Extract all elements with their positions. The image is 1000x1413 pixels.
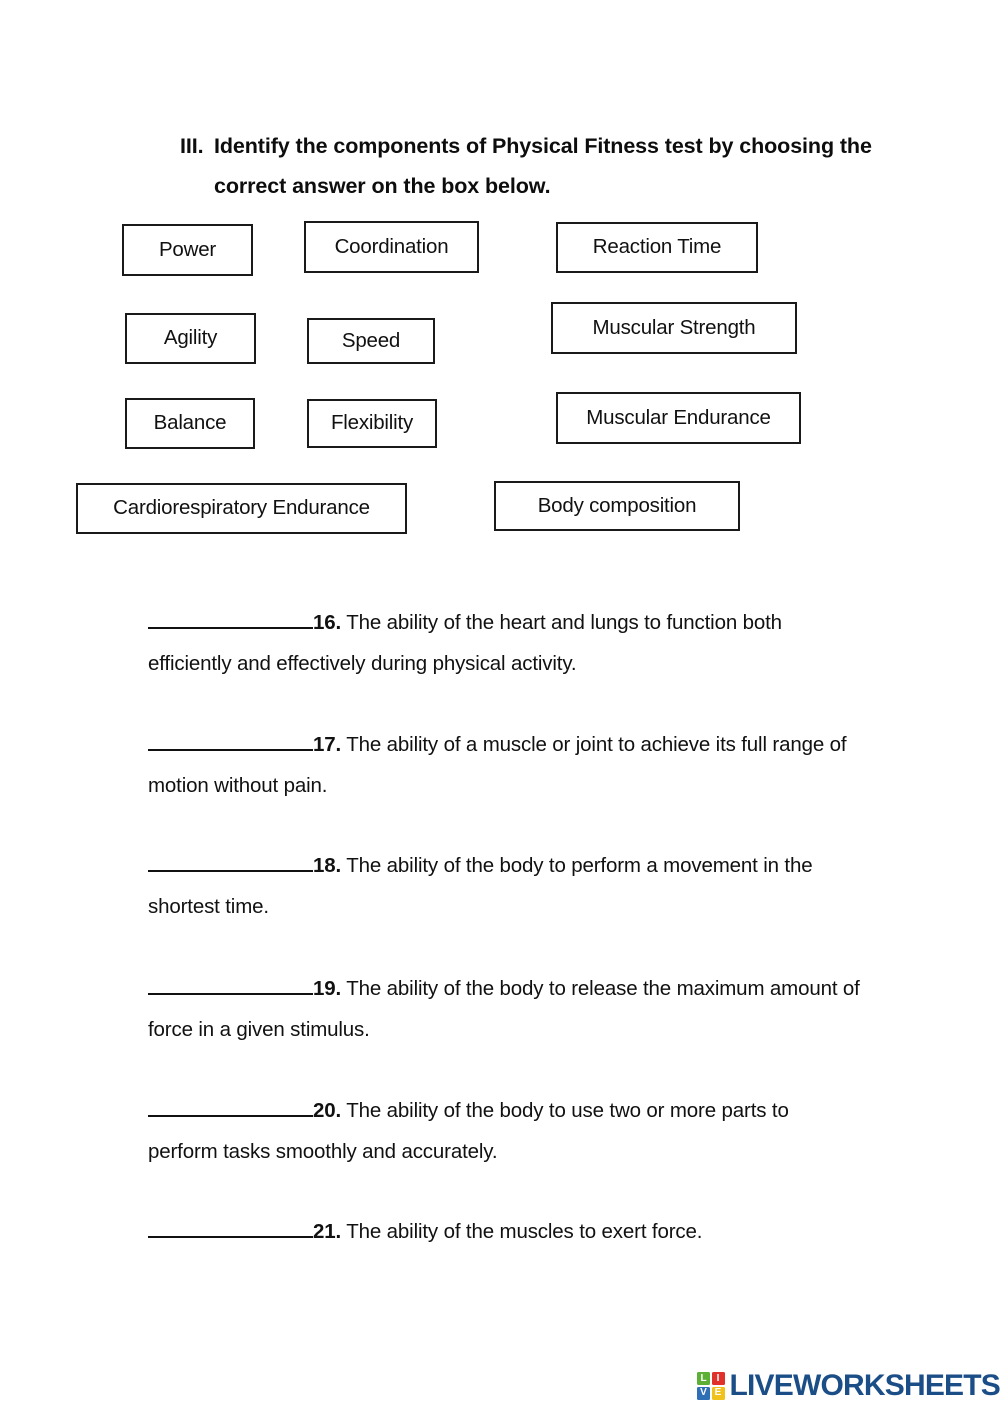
question-text: The ability of the body to use two or mo…	[148, 1099, 789, 1163]
question-text: The ability of the body to perform a mov…	[148, 854, 813, 918]
logo-tiles: L I V E	[697, 1372, 725, 1400]
logo-tile-l: L	[697, 1372, 710, 1386]
answer-blank[interactable]	[148, 851, 313, 872]
question-text: The ability of a muscle or joint to achi…	[148, 733, 847, 797]
answer-blank[interactable]	[148, 1096, 313, 1117]
question-text: The ability of the body to release the m…	[148, 977, 860, 1041]
logo-tile-i: I	[711, 1372, 725, 1386]
answer-box[interactable]: Speed	[307, 318, 435, 364]
question-text: The ability of the heart and lungs to fu…	[148, 611, 782, 675]
answer-blank[interactable]	[148, 1217, 313, 1238]
question-item: 20. The ability of the body to use two o…	[148, 1090, 862, 1172]
question-number: 21.	[313, 1220, 342, 1243]
question-number: 17.	[313, 733, 342, 756]
answer-blank[interactable]	[148, 974, 313, 995]
answer-box[interactable]: Balance	[125, 398, 255, 449]
question-item: 21. The ability of the muscles to exert …	[148, 1211, 862, 1252]
answer-box[interactable]: Power	[122, 224, 253, 276]
section-heading: III. Identify the components of Physical…	[180, 126, 880, 206]
question-item: 17. The ability of a muscle or joint to …	[148, 724, 862, 806]
question-number: 16.	[313, 611, 342, 634]
answer-box[interactable]: Muscular Endurance	[556, 392, 801, 444]
answer-box[interactable]: Agility	[125, 313, 256, 364]
answer-blank[interactable]	[148, 608, 313, 629]
question-item: 18. The ability of the body to perform a…	[148, 845, 862, 927]
answer-box[interactable]: Reaction Time	[556, 222, 758, 273]
section-numeral: III.	[180, 134, 204, 158]
answer-box[interactable]: Flexibility	[307, 399, 437, 448]
question-number: 20.	[313, 1099, 342, 1122]
answer-box[interactable]: Muscular Strength	[551, 302, 797, 354]
answer-box[interactable]: Cardiorespiratory Endurance	[76, 483, 407, 534]
question-item: 19. The ability of the body to release t…	[148, 968, 862, 1050]
question-text: The ability of the muscles to exert forc…	[346, 1220, 703, 1243]
question-number: 19.	[313, 977, 342, 1000]
liveworksheets-logo: L I V E LIVEWORKSHEETS	[697, 1366, 1000, 1406]
logo-wordmark: LIVEWORKSHEETS	[729, 1369, 1000, 1402]
logo-tile-v: V	[697, 1386, 710, 1400]
answer-box[interactable]: Body composition	[494, 481, 740, 531]
logo-tile-e: E	[711, 1386, 725, 1400]
answer-box[interactable]: Coordination	[304, 221, 479, 273]
answer-blank[interactable]	[148, 730, 313, 751]
section-instruction: Identify the components of Physical Fitn…	[214, 134, 872, 198]
question-number: 18.	[313, 854, 342, 877]
question-item: 16. The ability of the heart and lungs t…	[148, 602, 862, 684]
